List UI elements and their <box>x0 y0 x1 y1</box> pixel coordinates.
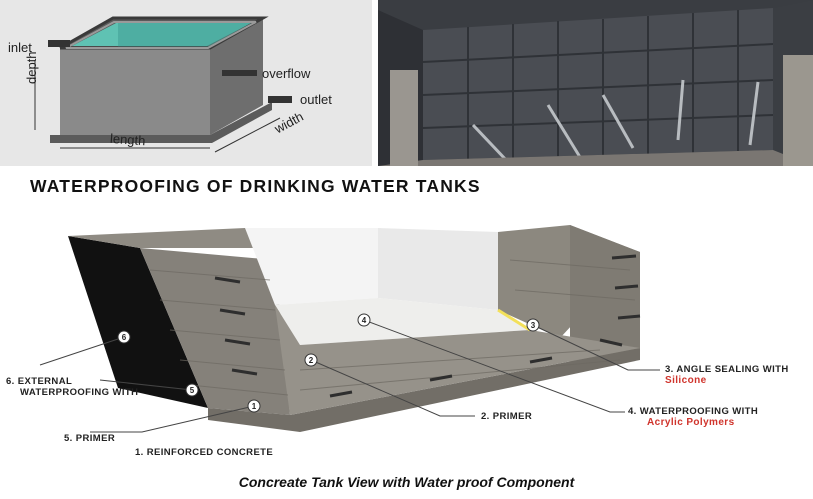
tank-cross-section: 1 2 3 4 5 6 <box>39 225 660 433</box>
inlet-pipe <box>48 40 70 47</box>
tank-illustration <box>34 16 292 153</box>
callout-external-line1: 6. EXTERNAL <box>6 376 73 387</box>
marker-5: 5 <box>190 386 195 395</box>
diagram-title: WATERPROOFING OF DRINKING WATER TANKS <box>30 176 481 196</box>
formwork-illustration <box>378 0 813 166</box>
marker-1: 1 <box>252 402 257 411</box>
depth-label: depth <box>24 51 39 84</box>
formwork-photo <box>378 0 813 166</box>
marker-2: 2 <box>309 356 314 365</box>
figure-caption: Concreate Tank View with Water proof Com… <box>238 474 575 490</box>
callout-primer: 2. PRIMER <box>481 411 533 422</box>
callout-angle-sealing: 3. ANGLE SEALING WITH <box>665 364 789 375</box>
length-label: length <box>109 130 146 149</box>
callout-primer-5: 5. PRIMER <box>64 433 116 444</box>
marker-3: 3 <box>531 321 536 330</box>
inlet-label: inlet <box>8 40 32 55</box>
external-membrane <box>68 236 208 408</box>
callout-waterproofing-with: 4. WATERPROOFING WITH <box>628 406 759 417</box>
overflow-label: overflow <box>262 66 311 81</box>
tank-dimension-diagram: inlet depth overflow outlet length width <box>0 0 372 166</box>
overflow-pipe <box>222 70 257 76</box>
side-wall <box>210 18 263 135</box>
callout-reinforced-concrete: 1. REINFORCED CONCRETE <box>135 447 274 458</box>
outlet-pipe <box>268 96 292 103</box>
waterproofing-diagram: WATERPROOFING OF DRINKING WATER TANKS <box>0 170 813 462</box>
marker-4: 4 <box>362 316 367 325</box>
outlet-label: outlet <box>300 92 332 107</box>
callout-acrylic-polymers: Acrylic Polymers <box>647 417 735 428</box>
marker-6: 6 <box>122 333 127 342</box>
callout-silicone: Silicone <box>665 375 707 386</box>
callout-external-line2: WATERPROOFING WITH <box>20 387 139 398</box>
front-wall <box>60 48 210 135</box>
